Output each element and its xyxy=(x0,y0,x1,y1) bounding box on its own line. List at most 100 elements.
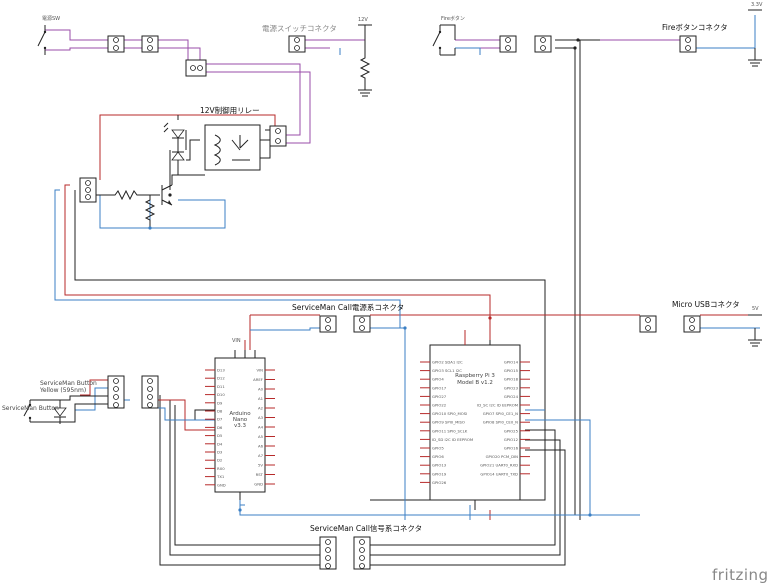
label-5v: 5V xyxy=(752,306,759,312)
ard-left-pins-label: TX1 xyxy=(216,474,225,479)
rpi-right-pins-label: GPIO21 UART0_RXD xyxy=(480,463,518,468)
ard-right-pins-label: 5V xyxy=(258,463,263,468)
red-wires xyxy=(64,114,760,520)
label-power-switch-connector: 電源スイッチコネクタ xyxy=(262,24,337,33)
label-fire-button-connector: Fireボタンコネクタ xyxy=(662,23,728,32)
rpi-left-pins-label: GPIO27 xyxy=(432,394,447,399)
ard-left-pins-label: D4 xyxy=(217,441,223,446)
relay-driver-circuit xyxy=(96,115,205,228)
label-sm-power-connector: ServiceMan Call電源系コネクタ xyxy=(292,302,404,312)
rpi-left-pins-label: GPIO22 xyxy=(432,403,447,408)
connector-power-switch-b xyxy=(141,35,159,53)
arduino-name-line2: Nano xyxy=(233,417,248,423)
rpi-left-pins-label: GPIO26 xyxy=(432,480,447,485)
rpi-left-pins-label: GPIO19 xyxy=(432,471,447,476)
connector-power-switch-a xyxy=(107,35,125,53)
rpi-left-pins-label: GPIO5 xyxy=(432,446,444,451)
ard-left-pins-label: RX0 xyxy=(217,466,225,471)
rpi-left-pins-label: GPIO2 SDA1 I2C xyxy=(432,360,463,365)
power-switch xyxy=(37,25,47,55)
rpi-right-pins-label: ID_SC I2C ID EEPROM xyxy=(477,403,518,408)
rpi-name-line2: Model B v1.2 xyxy=(457,380,493,386)
ard-left-pins-label: D2 xyxy=(217,458,223,463)
connector-sm-signal-a xyxy=(319,536,337,570)
ard-right-pins-label: A5 xyxy=(258,434,264,439)
rpi-right-pins-label: GPIO14 xyxy=(504,360,519,365)
rpi-right-pins-label: GPIO14 UART0_TXD xyxy=(480,471,518,476)
label-fire-button: Fireボタン xyxy=(441,15,465,22)
ground-usb xyxy=(748,314,762,347)
rpi-right-pins-label: GPIO7 SPI0_CE1_N xyxy=(483,411,518,416)
ard-right-pins-label: A6 xyxy=(258,444,264,449)
rpi-right-pins-label: GPIO25 xyxy=(504,428,519,433)
label-sm-button-yellow-l2: Yellow (595nm) xyxy=(39,387,86,394)
rpi-left-pins-label: GPIO4 xyxy=(432,377,444,382)
ard-right-pins-label: RST xyxy=(256,472,264,477)
arduino-name-line3: v3.3 xyxy=(234,423,247,429)
fritzing-logo: fritzing xyxy=(712,566,768,584)
ground-fire xyxy=(748,9,762,67)
rpi-right-pins-label: GPIO18 xyxy=(504,377,519,382)
ard-left-pins-label: D6 xyxy=(217,425,223,430)
label-micro-usb-connector: Micro USBコネクタ xyxy=(672,300,740,309)
connector-relay xyxy=(269,125,287,147)
blue-wires xyxy=(54,15,760,520)
rpi-right-pins-label: GPIO15 xyxy=(504,368,519,373)
sm-button-led xyxy=(53,400,67,424)
rpi-left-pins-label: GPIO9 SPI0_MISO xyxy=(432,420,465,425)
ard-left-pins-label: D11 xyxy=(217,384,225,389)
rpi-right-pins-label: GPIO20 PCM_DIN xyxy=(486,454,519,459)
connector-sm-power-b xyxy=(353,315,371,333)
relay-12v xyxy=(204,124,271,171)
junction-dots xyxy=(148,38,592,517)
ard-right-pins-label: A0 xyxy=(258,387,264,392)
rpi-left-pins-label: GPIO17 xyxy=(432,385,447,390)
arduino-top-vin: VIN xyxy=(232,338,241,344)
resistor-12v xyxy=(358,24,372,97)
rpi-left-pins-label: GPIO11 SPI0_SCLK xyxy=(432,428,468,433)
ard-left-pins-label: D7 xyxy=(217,417,223,422)
rpi-left-pins-label: ID_SD I2C ID EEPROM xyxy=(432,437,473,442)
sm-button-switch xyxy=(23,395,108,423)
connector-mid-purple xyxy=(185,59,207,77)
ard-left-pins-label: D3 xyxy=(217,450,223,455)
ard-right-pins-label: GND xyxy=(254,482,263,487)
ard-left-pins-label: GND xyxy=(217,482,226,487)
fire-button-switch xyxy=(432,24,456,56)
ard-right-pins-label: A4 xyxy=(258,425,264,430)
rpi-left-pins-label: GPIO13 xyxy=(432,463,447,468)
ard-left-pins-label: D13 xyxy=(217,368,225,373)
ard-right-pins-label: VIN xyxy=(256,368,263,373)
connector-usb-a xyxy=(639,315,657,333)
connector-sm-button-b xyxy=(141,375,159,409)
ard-left-pins-label: D8 xyxy=(217,409,223,414)
rpi-name-line1: Raspberry Pi 3 xyxy=(455,373,495,379)
connector-relay-driver xyxy=(79,177,97,203)
rpi-left-pins-label: GPIO3 SCL1 I2C xyxy=(432,368,462,373)
ard-right-pins-label: A3 xyxy=(258,415,264,420)
connector-sm-button-a xyxy=(107,375,125,409)
label-sm-button: ServiceMan Button xyxy=(2,405,59,412)
label-relay: 12V制御用リレー xyxy=(200,105,260,115)
ard-right-pins-label: A2 xyxy=(258,406,264,411)
connector-fire-a xyxy=(499,35,517,53)
connector-fire-b xyxy=(534,35,552,53)
ard-left-pins-label: D10 xyxy=(217,392,225,397)
connector-usb-b xyxy=(683,315,701,333)
rpi-right-pins-label: GPIO24 xyxy=(504,394,519,399)
ard-left-pins-label: D5 xyxy=(217,433,223,438)
ard-right-pins-label: A1 xyxy=(258,396,264,401)
rpi-right-pins-label: GPIO16 xyxy=(504,446,519,451)
rpi-right-pins-label: GPIO12 xyxy=(504,437,519,442)
rpi-right-pins-label: GPIO23 xyxy=(504,385,519,390)
label-3v3: 3.3V xyxy=(751,2,763,8)
connector-sm-signal-b xyxy=(353,536,371,570)
connector-sm-power-a xyxy=(319,315,337,333)
arduino-name-line1: Arduino xyxy=(229,411,251,417)
label-power-switch: 電源SW xyxy=(42,15,60,22)
purple-wires xyxy=(45,29,680,144)
label-12v: 12V xyxy=(358,17,368,23)
label-sm-button-yellow-l1: ServiceMan Button xyxy=(40,380,97,387)
